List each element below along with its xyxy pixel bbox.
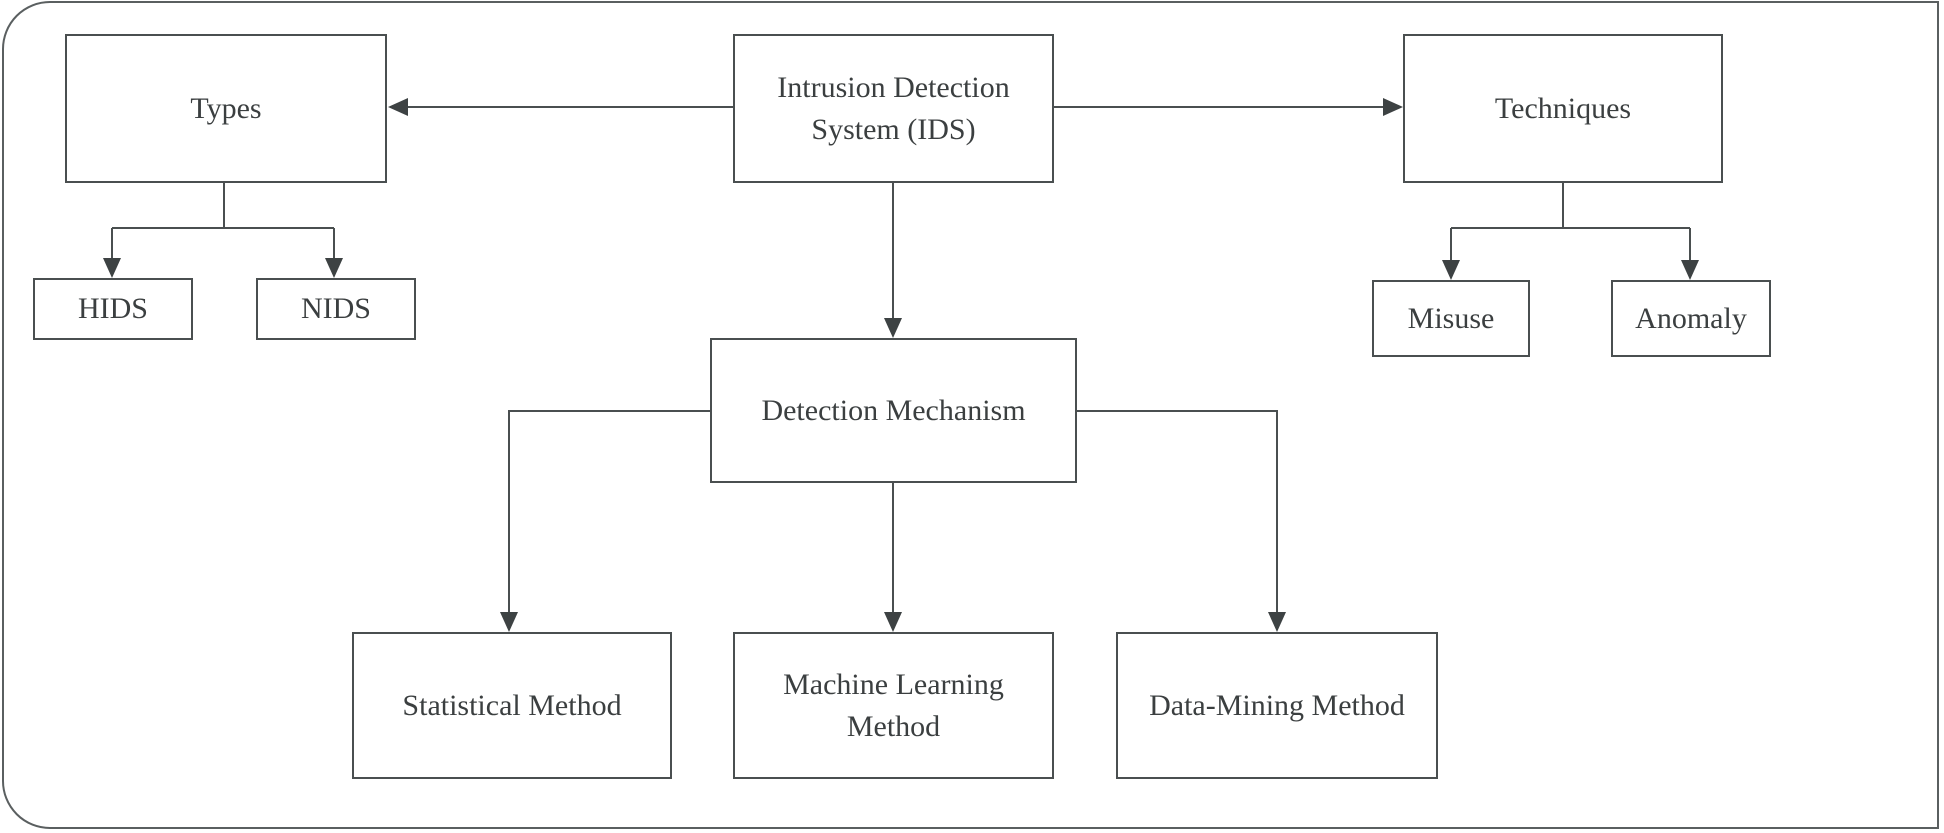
arrowhead-detection	[884, 318, 902, 338]
arrowhead-techniques	[1383, 98, 1403, 116]
arrowhead-misuse	[1442, 260, 1460, 280]
node-ids-line1: Intrusion Detection	[777, 70, 1010, 104]
node-misuse: Misuse	[1372, 280, 1530, 357]
node-statistical-method: Statistical Method	[352, 632, 672, 779]
node-ml-line1: Machine Learning	[783, 667, 1004, 701]
node-detection-mechanism: Detection Mechanism	[710, 338, 1077, 483]
arrowhead-hids	[103, 258, 121, 278]
node-statistical-label: Statistical Method	[402, 688, 622, 722]
node-nids-label: NIDS	[300, 292, 371, 325]
edge-to-statistical	[508, 410, 710, 612]
node-techniques-label: Techniques	[1494, 91, 1632, 125]
node-anomaly-label: Anomaly	[1635, 301, 1747, 335]
node-types: Types	[65, 34, 387, 183]
node-data-mining-method: Data-Mining Method	[1116, 632, 1438, 779]
node-hids: HIDS	[33, 278, 193, 340]
arrowhead-statistical	[500, 612, 518, 632]
node-misuse-label: Misuse	[1407, 301, 1495, 335]
arrowhead-nids	[325, 258, 343, 278]
node-techniques: Techniques	[1403, 34, 1723, 183]
arrowhead-anomaly	[1681, 260, 1699, 280]
arrowhead-types	[388, 98, 408, 116]
node-datamining-label: Data-Mining Method	[1149, 688, 1405, 722]
arrowhead-ml	[884, 612, 902, 632]
node-nids: NIDS	[256, 278, 416, 340]
node-machine-learning-method: Machine Learning Method	[733, 632, 1054, 779]
edge-to-datamining	[1077, 410, 1278, 612]
node-ids-line2: System (IDS)	[811, 112, 976, 146]
node-anomaly: Anomaly	[1611, 280, 1771, 357]
node-hids-label: HIDS	[77, 292, 148, 325]
node-types-label: Types	[190, 91, 262, 125]
node-detection-label: Detection Mechanism	[761, 393, 1026, 427]
arrowhead-datamining	[1268, 612, 1286, 632]
node-ids: Intrusion Detection System (IDS)	[733, 34, 1054, 183]
node-ml-line2: Method	[846, 709, 941, 743]
